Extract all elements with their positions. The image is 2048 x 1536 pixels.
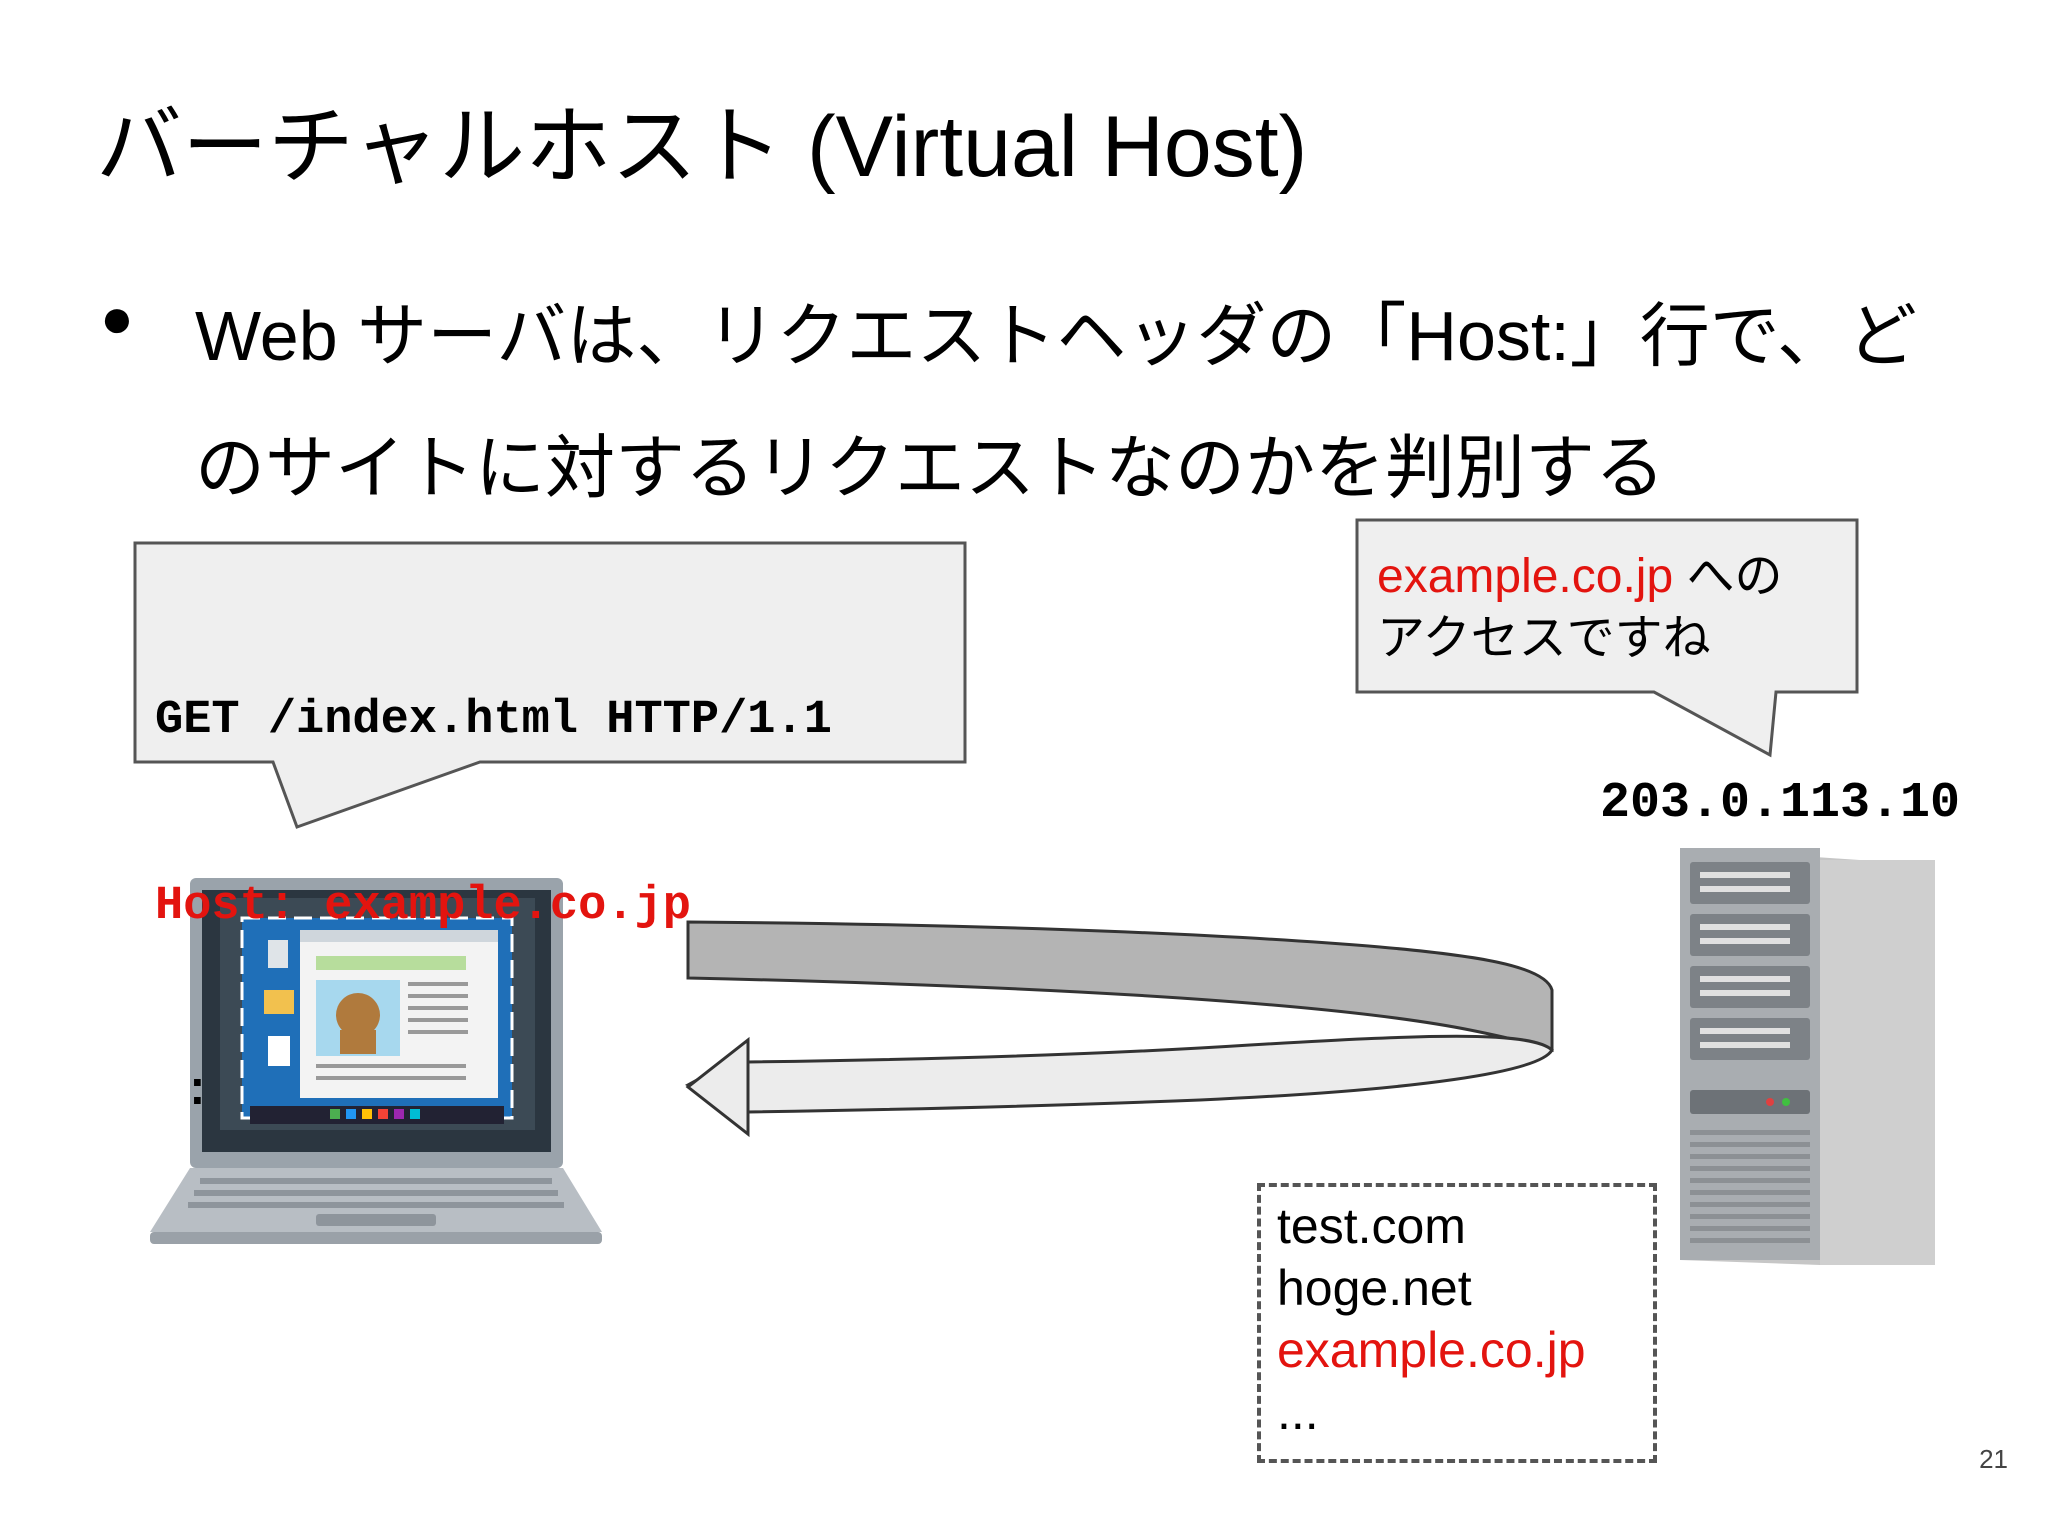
request-ellipsis: : — [155, 1066, 212, 1119]
host-header-label: Host: — [155, 880, 297, 933]
host-item-active: example.co.jp — [1277, 1322, 1586, 1378]
bullet-dot: ● — [100, 286, 134, 349]
host-item-more: ... — [1277, 1384, 1319, 1440]
laptop-icon — [150, 878, 602, 1244]
server-reply-bubble — [1355, 518, 1859, 758]
reply-suffix: への — [1673, 550, 1783, 603]
http-request: GET /index.html HTTP/1.1 Host: example.c… — [155, 566, 832, 1186]
server-tower-icon — [1680, 848, 1935, 1265]
host-item: hoge.net — [1277, 1260, 1472, 1316]
request-line: GET /index.html HTTP/1.1 — [155, 694, 832, 747]
request-bubble — [133, 541, 967, 829]
server-reply-text: example.co.jp への アクセスですね — [1377, 546, 1783, 670]
host-item: test.com — [1277, 1198, 1466, 1254]
bullet-text: Web サーバは、リクエストヘッダの「Host:」行で、どのサイトに対するリクエ… — [195, 297, 1917, 507]
page-number: 21 — [1979, 1444, 2008, 1474]
host-header: Host: example.co.jp — [155, 876, 832, 938]
slide-title: バーチャルホスト (Virtual Host) — [96, 99, 1308, 195]
reply-domain: example.co.jp — [1377, 550, 1674, 603]
virtual-host-list: test.com hoge.net example.co.jp ... — [1257, 1183, 1657, 1463]
host-header-value: example.co.jp — [324, 880, 691, 933]
server-ip: 203.0.113.10 — [1600, 775, 1961, 832]
round-trip-arrow-icon — [685, 920, 1554, 1138]
reply-line2: アクセスですね — [1377, 612, 1711, 665]
